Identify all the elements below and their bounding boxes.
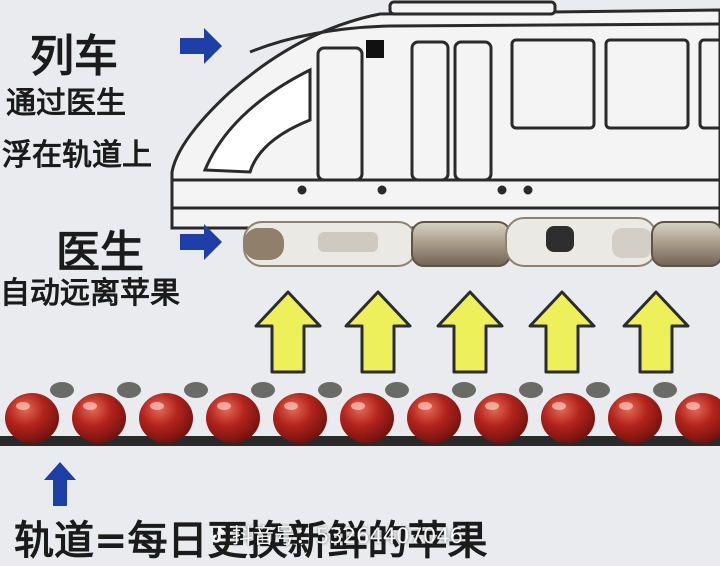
watermark-id: 53264407046 [316, 524, 463, 548]
train-window-1 [510, 38, 596, 130]
tiktok-logo-icon [211, 526, 225, 543]
doctor-row [243, 217, 720, 267]
doctor-figure [651, 221, 720, 267]
apple-icon [474, 382, 543, 443]
train-roof-line [249, 22, 720, 54]
doctor-label-desc: 自动远离苹果 [0, 276, 180, 311]
watermark-prefix: 抖音号： [232, 524, 316, 548]
apple-icon [139, 382, 208, 443]
apple-icon [5, 382, 74, 443]
train-rivet [497, 185, 507, 195]
train-windshield [202, 67, 312, 174]
watermark: 抖音号：53264407046 [206, 520, 463, 550]
blue-arrow-up-icon [44, 462, 76, 506]
apple-icon [608, 382, 677, 443]
apple-icon [273, 382, 342, 443]
train-rivet [523, 185, 533, 195]
train-body [170, 8, 720, 230]
pointer-arrows [44, 28, 222, 506]
apple-track [0, 382, 720, 446]
train-window-3 [698, 38, 720, 130]
apple-icon [72, 382, 141, 443]
train-rivet [377, 185, 387, 195]
blue-arrow-right-icon [180, 28, 222, 64]
yellow-arrow-up-icon [436, 290, 504, 374]
train-rivet [297, 185, 307, 195]
apple-icon [206, 382, 275, 443]
yellow-arrow-up-icon [622, 290, 690, 374]
train-label-desc-line-1: 通过医生 [6, 86, 126, 121]
apple-icon [340, 382, 409, 443]
doctor-figure [411, 221, 511, 267]
apple-icon [541, 382, 610, 443]
apple-icon [407, 382, 476, 443]
train-drawing [170, 0, 720, 230]
yellow-arrow-up-icon [344, 290, 412, 374]
doctor-figure [243, 221, 417, 267]
yellow-arrow-up-icon [528, 290, 596, 374]
train-window-2 [604, 38, 690, 130]
train-label-title: 列车 [30, 31, 118, 82]
yellow-arrow-up-icon [254, 290, 322, 374]
train-label-desc-line-2: 浮在轨道上 [2, 138, 152, 173]
apple-icon [675, 393, 720, 443]
doctor-figure [505, 217, 657, 267]
train-roof-vent [388, 0, 557, 16]
track-caption: 轨道=每日更换新鲜的苹果 [14, 518, 488, 564]
doctor-label-title: 医生 [56, 227, 144, 278]
train-sticker [366, 40, 384, 58]
blue-arrow-right-icon [180, 224, 222, 260]
repel-arrows [254, 290, 690, 374]
